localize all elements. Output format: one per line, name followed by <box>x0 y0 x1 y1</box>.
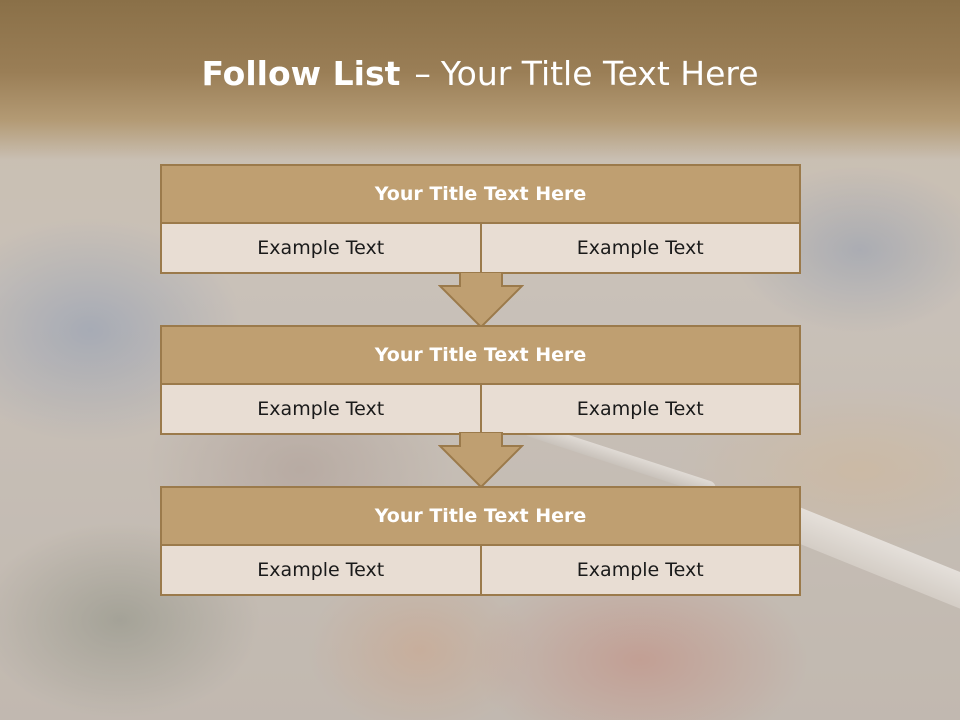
block-title: Your Title Text Here <box>162 327 799 385</box>
title-bold: Follow List <box>201 54 401 93</box>
title-rest: Your Title Text Here <box>440 54 759 93</box>
list-block-2: Your Title Text Here Example Text Exampl… <box>160 325 801 435</box>
slide-title: Follow List–Your Title Text Here <box>0 54 960 93</box>
block-cell-right: Example Text <box>479 546 799 594</box>
block-cell-left: Example Text <box>162 224 480 272</box>
block-cell-right: Example Text <box>479 385 799 433</box>
block-cell-left: Example Text <box>162 385 480 433</box>
block-cell-right: Example Text <box>479 224 799 272</box>
list-block-1: Your Title Text Here Example Text Exampl… <box>160 164 801 274</box>
block-cell-left: Example Text <box>162 546 480 594</box>
block-title: Your Title Text Here <box>162 488 799 546</box>
block-row: Example Text Example Text <box>162 224 799 272</box>
title-dash: – <box>414 54 431 93</box>
slide-header <box>0 0 960 160</box>
block-row: Example Text Example Text <box>162 546 799 594</box>
list-block-3: Your Title Text Here Example Text Exampl… <box>160 486 801 596</box>
block-row: Example Text Example Text <box>162 385 799 433</box>
block-title: Your Title Text Here <box>162 166 799 224</box>
down-arrow-icon <box>438 272 524 328</box>
down-arrow-icon <box>438 432 524 488</box>
